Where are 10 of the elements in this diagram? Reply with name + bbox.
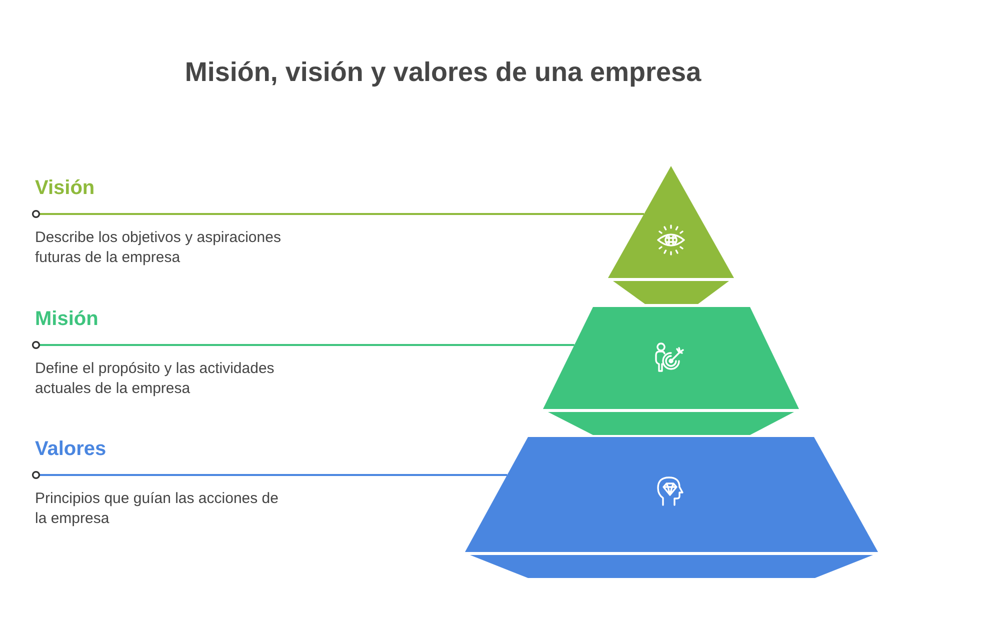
title: Misión, visión y valores de una empresa <box>184 56 702 88</box>
leader-line <box>32 210 644 218</box>
description: Principios que guían las acciones de la empresa <box>35 489 280 529</box>
description: Describe los objetivos y aspiraciones futuras de la empresa <box>35 228 282 268</box>
heading: Valores <box>35 437 106 461</box>
leader-line <box>32 470 508 480</box>
heading: Visión <box>35 176 95 200</box>
heading: Misión <box>35 307 98 331</box>
leader-line <box>32 340 574 350</box>
description: Define el propósito y las actividades actuales de la empresa <box>35 359 276 399</box>
